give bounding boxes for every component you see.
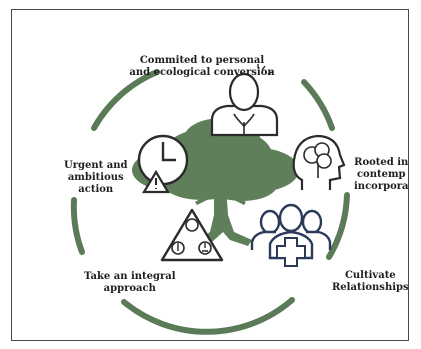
label-cultivate-relationships: Cultivate Relationships — [332, 270, 409, 294]
ring-arc-bottom — [121, 297, 295, 335]
cycle-ring — [70, 69, 350, 335]
diagram-frame: Commited to personal and ecological conv… — [11, 9, 409, 341]
label-line: ambitious — [67, 172, 124, 183]
label-line: Relationships — [332, 282, 409, 293]
label-line: Cultivate — [344, 270, 396, 281]
person-with-plant-icon — [210, 64, 279, 137]
ring-arc-top-left — [91, 69, 160, 131]
ring-arc-top-right — [301, 79, 335, 131]
label-line: contemp — [356, 169, 406, 180]
label-line: and ecological conversion — [129, 67, 275, 78]
label-line: Urgent and — [64, 160, 128, 171]
diagram-canvas — [70, 64, 350, 335]
clock-with-warning-icon — [137, 134, 189, 194]
label-line: Rooted in — [354, 157, 409, 168]
label-line: incorpora — [354, 181, 409, 192]
label-integral-approach: Take an integral approach — [84, 271, 176, 295]
label-line: approach — [103, 283, 156, 294]
label-personal-ecological-conversion: Commited to personal and ecological conv… — [129, 55, 274, 79]
label-line: Take an integral — [84, 271, 176, 282]
label-line: Commited to personal — [139, 55, 265, 66]
community-care-icon — [250, 203, 332, 267]
triangle-with-symbols-icon — [160, 208, 224, 262]
ring-arc-left-lower — [70, 197, 85, 255]
label-line: action — [78, 184, 114, 195]
label-rooted-in: Rooted in contemp incorpora — [354, 157, 409, 193]
head-with-tree-icon — [292, 134, 346, 190]
central-tree-icon — [132, 118, 299, 248]
ring-arc-right — [326, 192, 350, 260]
label-urgent-ambitious-action: Urgent and ambitious action — [64, 160, 127, 196]
